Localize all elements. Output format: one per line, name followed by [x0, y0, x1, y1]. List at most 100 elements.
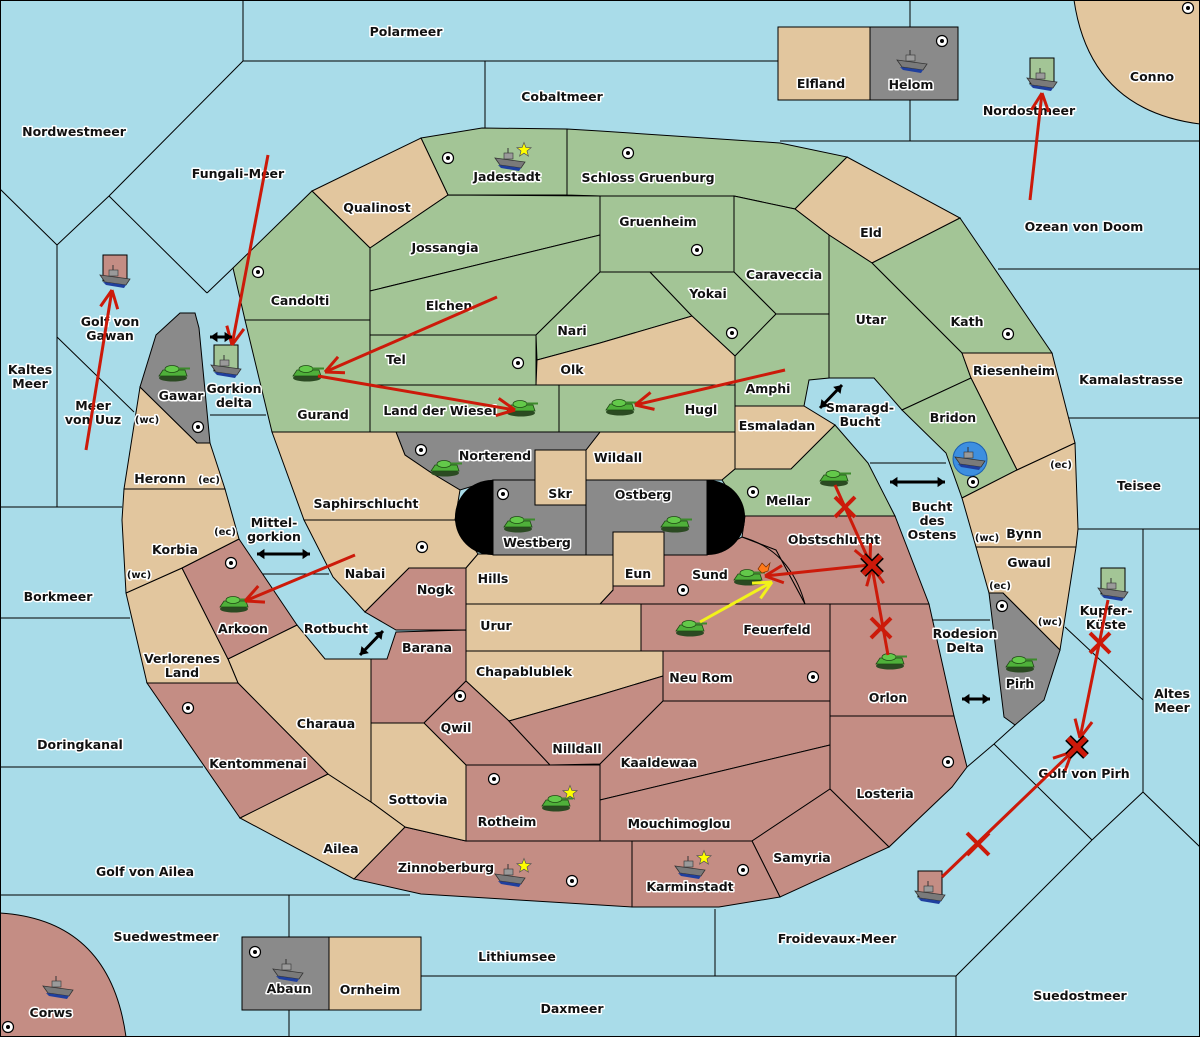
supply-center-icon: [1181, 1, 1195, 15]
fleet-unit-gorkion-delta[interactable]: [210, 344, 242, 378]
sea-label-lithiumsee: Lithiumsee: [478, 949, 556, 964]
fleet-unit-karminstadt[interactable]: [674, 849, 713, 880]
sund-border: [741, 536, 806, 605]
fleet-unit-nordostmeer[interactable]: [1026, 57, 1058, 91]
label-westberg: Westberg: [503, 535, 571, 550]
label-elfland: Elfland: [797, 76, 845, 91]
sea-border-line: [56, 195, 110, 246]
fleet-unit-kupfer-k-ste[interactable]: [1097, 567, 1129, 601]
label-arkoon: Arkoon: [218, 621, 268, 636]
army-unit-norterend[interactable]: [430, 460, 462, 477]
label-line: Kaltes: [8, 362, 52, 377]
fleet-unit-jadestadt[interactable]: [494, 141, 533, 172]
army-unit-rotheim[interactable]: [541, 784, 579, 812]
coast-label: (ec): [989, 581, 1011, 592]
territory-candolti[interactable]: [232, 190, 371, 321]
sea-label-golf-von-ailea: Golf von Ailea: [96, 864, 194, 879]
coast-label: (ec): [214, 527, 236, 538]
sea-label-mittelgorkion: Mittel-gorkion: [247, 515, 301, 544]
label-land-der-wiesel: Land der Wiesel: [383, 403, 496, 418]
supply-center-icon: [191, 420, 205, 434]
label-line: Fungali-Meer: [192, 166, 285, 181]
sea-border-line: [1091, 791, 1144, 841]
label-bridon: Bridon: [930, 410, 976, 425]
supply-center-icon: [995, 599, 1009, 613]
army-unit-pirh[interactable]: [1005, 656, 1037, 673]
fleet-unit-corws[interactable]: [42, 976, 74, 999]
label-line: Nordostmeer: [983, 103, 1076, 118]
sea-label-ozean-von-doom: Ozean von Doom: [1025, 219, 1144, 234]
ship-icon: [954, 447, 986, 470]
label-nogk: Nogk: [417, 582, 454, 597]
label-line: Cobaltmeer: [521, 89, 603, 104]
territory-gruenheim[interactable]: [599, 195, 735, 273]
label-line: Doringkanal: [37, 737, 123, 752]
label-gwaul: Gwaul: [1007, 555, 1050, 570]
label-line: Bucht: [840, 414, 881, 429]
label-ornheim: Ornheim: [340, 982, 400, 997]
label-line: Golf von Ailea: [96, 864, 194, 879]
sea-label-borkmeer: Borkmeer: [24, 589, 94, 604]
army-unit-ostberg[interactable]: [660, 516, 692, 533]
army-unit-feuerfeld[interactable]: [675, 620, 707, 637]
tank-icon: [605, 399, 637, 416]
fleet-unit-zinnoberburg[interactable]: [494, 857, 533, 888]
label-skr: Skr: [548, 486, 572, 501]
ship-icon: [494, 148, 526, 171]
label-jossangia: Jossangia: [410, 240, 478, 255]
move-order-arrow: [1028, 92, 1051, 201]
label-sottovia: Sottovia: [389, 792, 448, 807]
fleet-unit-bridon[interactable]: [952, 441, 988, 477]
army-unit-gurand[interactable]: [292, 365, 324, 382]
sea-label-suedostmeer: Suedostmeer: [1033, 988, 1127, 1003]
army-unit-gawar[interactable]: [158, 365, 190, 382]
sea-label-nordwestmeer: Nordwestmeer: [22, 124, 127, 139]
territory-eun[interactable]: [612, 531, 665, 587]
army-unit-mellar[interactable]: [819, 470, 851, 487]
territory-skr[interactable]: [534, 449, 587, 506]
territory-rotheim[interactable]: [465, 764, 601, 842]
label-yokai: Yokai: [688, 286, 727, 301]
label-line: gorkion: [247, 529, 301, 544]
label-line: Nordwestmeer: [22, 124, 127, 139]
fleet-unit-froidevaux-meer[interactable]: [914, 870, 946, 904]
supply-center-icon: [746, 485, 760, 499]
territory-corws[interactable]: [0, 912, 127, 1037]
army-unit-westberg[interactable]: [503, 516, 535, 533]
army-unit-arkoon[interactable]: [219, 596, 251, 613]
sea-border-line: [993, 743, 1093, 841]
territory-conno[interactable]: [1073, 0, 1200, 125]
territory-nogk[interactable]: [364, 567, 467, 631]
label-candolti: Candolti: [271, 293, 330, 308]
supply-center-icon: [941, 755, 955, 769]
star-icon: [515, 857, 533, 873]
territory-ornheim[interactable]: [328, 936, 422, 1011]
fleet-unit-helom[interactable]: [896, 50, 928, 73]
label-kentommenai: Kentommenai: [209, 756, 307, 771]
label-qualinost: Qualinost: [343, 200, 410, 215]
label-utar: Utar: [856, 312, 888, 327]
failed-order-cross-icon: [1088, 631, 1112, 655]
label-corws: Corws: [30, 1005, 73, 1020]
support-order-arrow: [699, 580, 774, 624]
tank-icon: [503, 516, 535, 533]
supply-center-icon: [496, 487, 510, 501]
fleet-unit-golf-von-gawan[interactable]: [99, 254, 131, 288]
label-ailea: Ailea: [323, 841, 358, 856]
sea-border-line: [56, 336, 135, 413]
supply-center-icon: [414, 443, 428, 457]
label-line: Verlorenes: [144, 651, 220, 666]
army-unit-sund[interactable]: [733, 561, 771, 586]
army-unit-orlon[interactable]: [875, 653, 907, 670]
fleet-unit-abaun[interactable]: [272, 959, 304, 982]
move-order-arrow: [634, 368, 786, 411]
label-esmaladan: Esmaladan: [739, 418, 815, 433]
army-unit-hugl[interactable]: [605, 399, 637, 416]
label-mellar: Mellar: [766, 493, 811, 508]
